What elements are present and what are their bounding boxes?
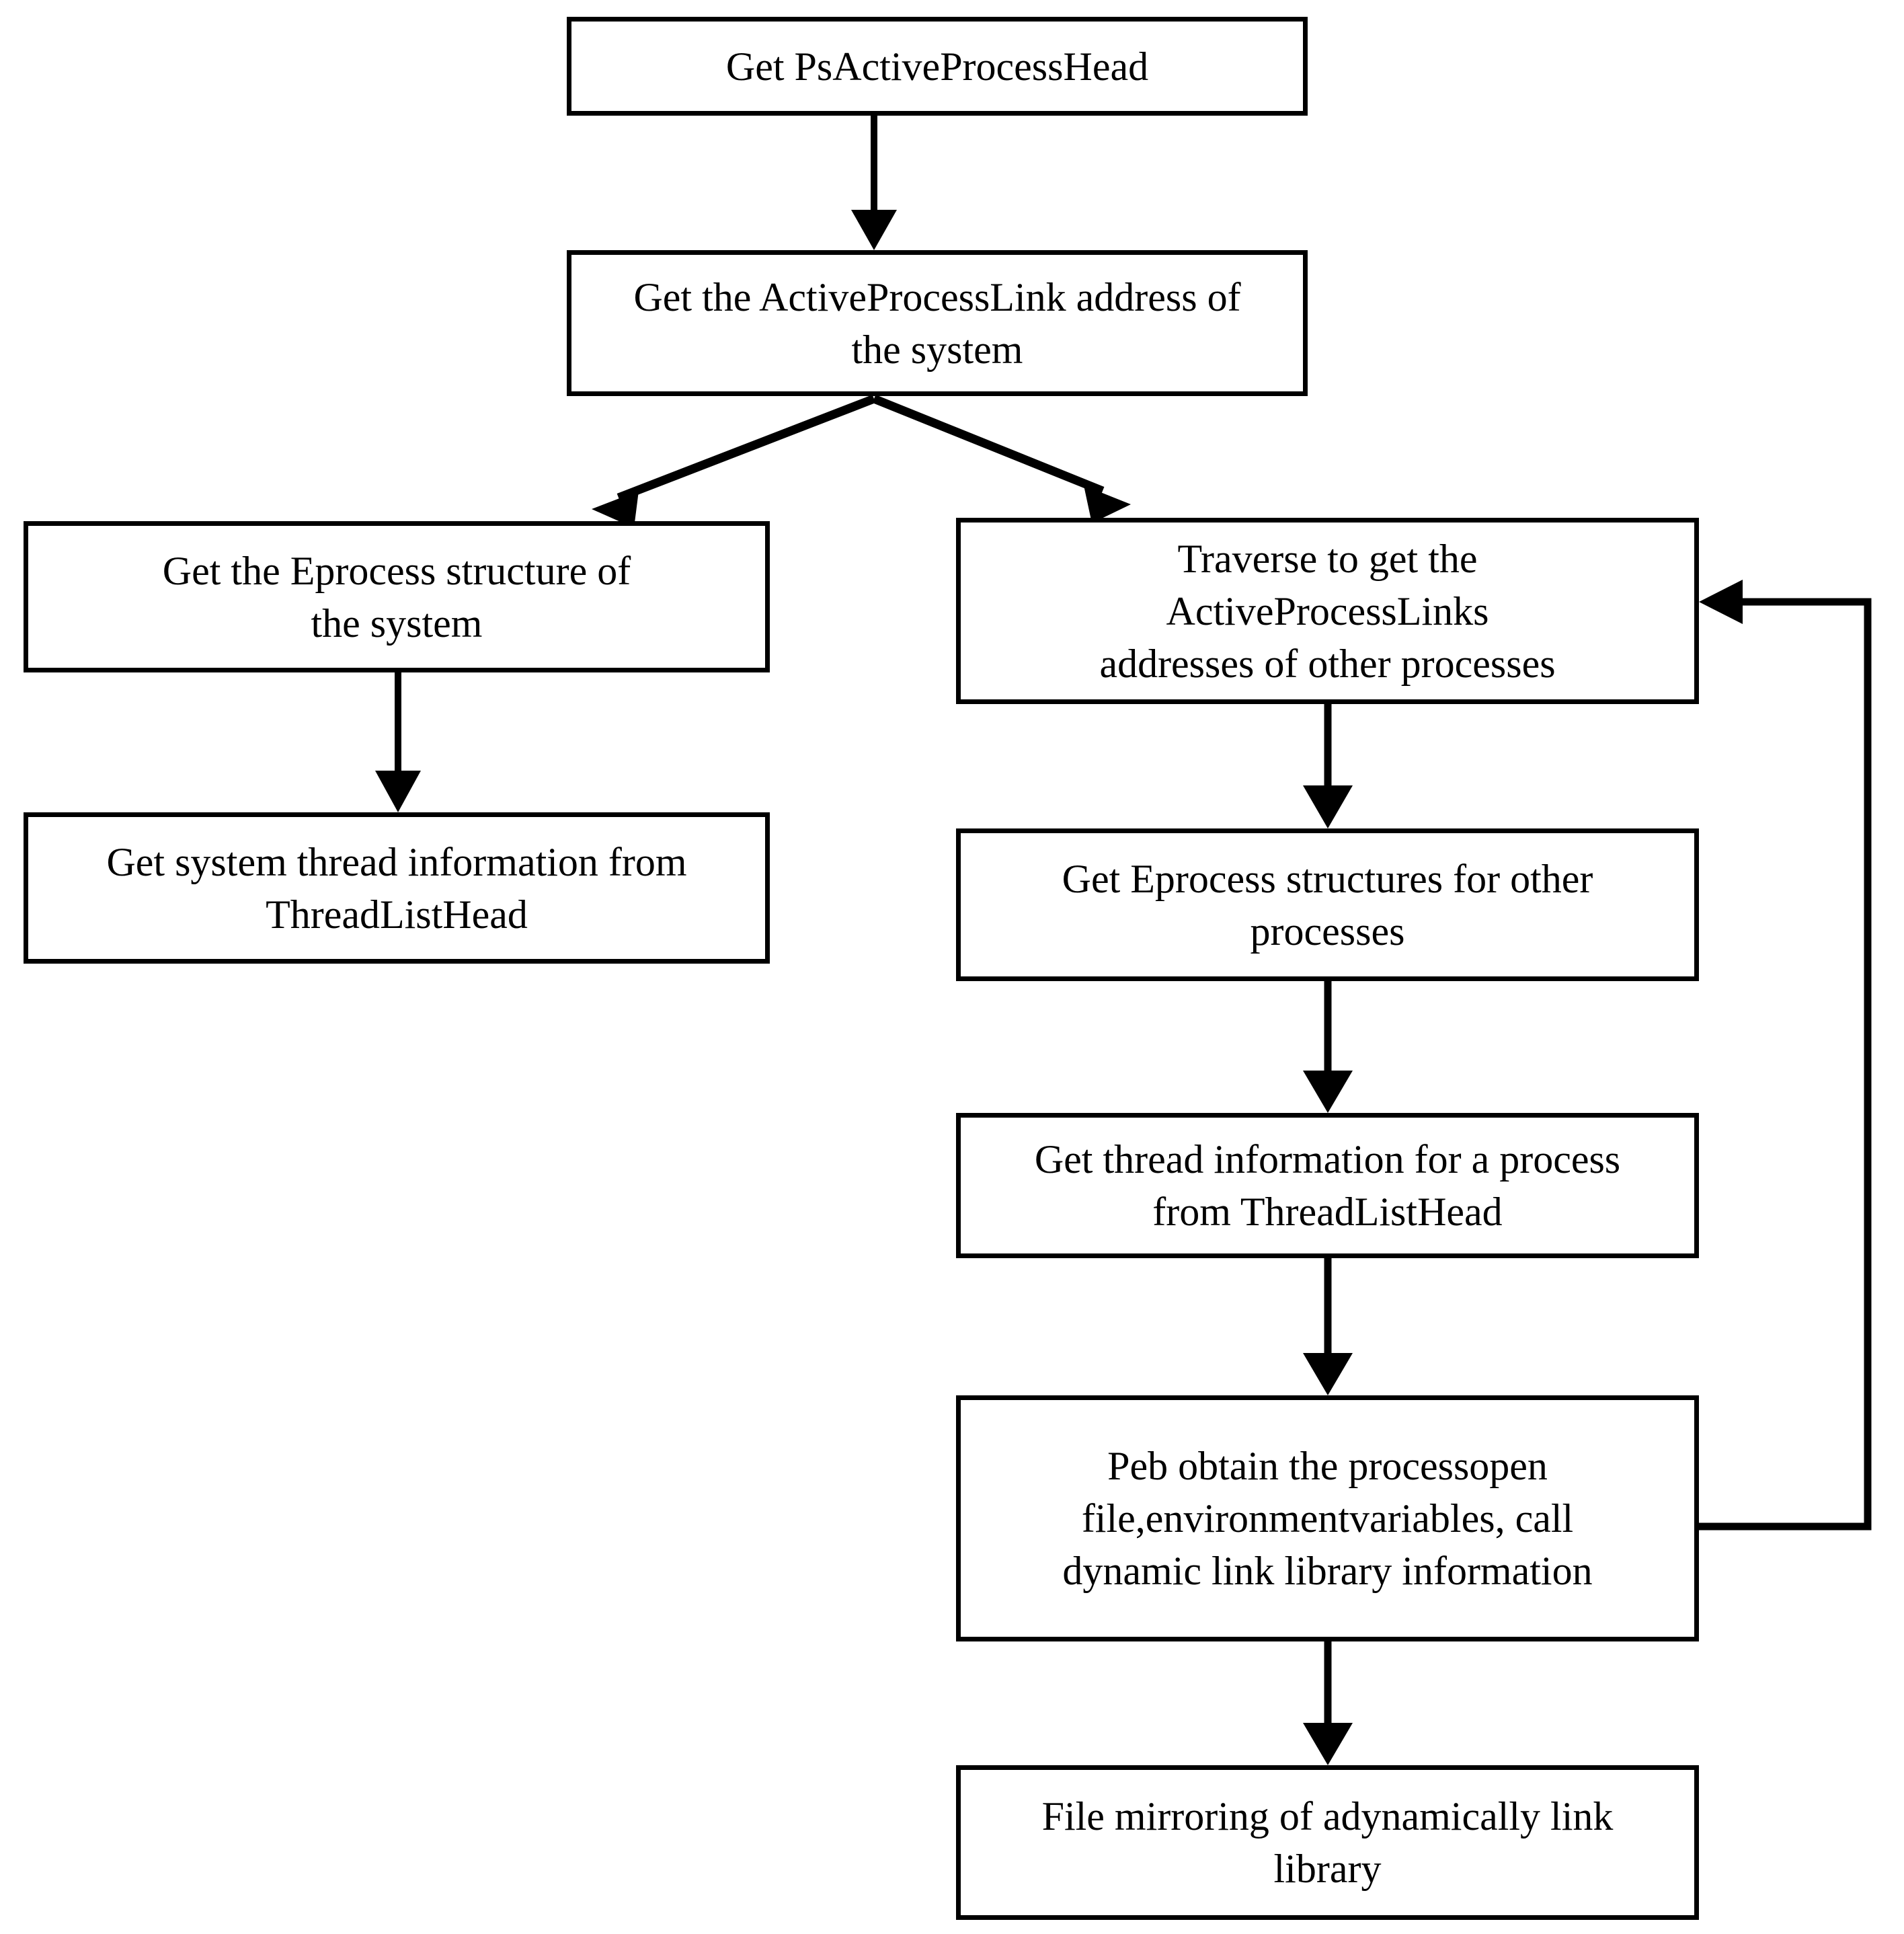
flow-node-label: Get Eprocess structures for other proces… (1062, 856, 1593, 954)
flow-node-active-process-link[interactable]: Get the ActiveProcessLink address of the… (567, 250, 1308, 396)
edge-other-eprocess-to-threads (1303, 981, 1353, 1113)
flow-node-label: File mirroring of adynamically link libr… (1041, 1794, 1614, 1891)
flow-node-label: Get the Eprocess structure of the system (162, 548, 631, 646)
edge-threads-to-peb (1303, 1258, 1353, 1395)
flow-node-label: Peb obtain the processopen file,environm… (1062, 1444, 1593, 1593)
edge-link-to-system-eprocess (592, 394, 876, 528)
edge-traverse-to-other-eprocess (1303, 704, 1353, 828)
edge-system-eprocess-to-threads (375, 672, 421, 812)
flow-node-traverse-links[interactable]: Traverse to get the ActiveProcessLinks a… (956, 518, 1699, 704)
flow-node-label: Get thread information for a process fro… (1034, 1137, 1621, 1234)
flow-node-label: Get PsActiveProcessHead (725, 44, 1149, 89)
flow-node-label: Get system thread information from Threa… (106, 839, 687, 937)
flow-node-file-mirroring[interactable]: File mirroring of adynamically link libr… (956, 1765, 1699, 1920)
edge-peb-to-file-mirroring (1303, 1641, 1353, 1765)
flow-node-label: Traverse to get the ActiveProcessLinks a… (1099, 536, 1556, 686)
flow-node-process-threads[interactable]: Get thread information for a process fro… (956, 1113, 1699, 1258)
flow-node-label: Get the ActiveProcessLink address of the… (633, 274, 1241, 372)
edge-peb-loop-back-to-traverse (1699, 580, 1872, 1531)
flow-node-system-threads[interactable]: Get system thread information from Threa… (24, 812, 770, 964)
edge-head-to-link (851, 116, 897, 250)
flow-node-other-eprocess[interactable]: Get Eprocess structures for other proces… (956, 828, 1699, 981)
flow-node-ps-active-process-head[interactable]: Get PsActiveProcessHead (567, 17, 1308, 116)
flow-node-peb-info[interactable]: Peb obtain the processopen file,environm… (956, 1395, 1699, 1641)
flow-node-system-eprocess[interactable]: Get the Eprocess structure of the system (24, 521, 770, 672)
edge-link-to-traverse (872, 394, 1131, 523)
